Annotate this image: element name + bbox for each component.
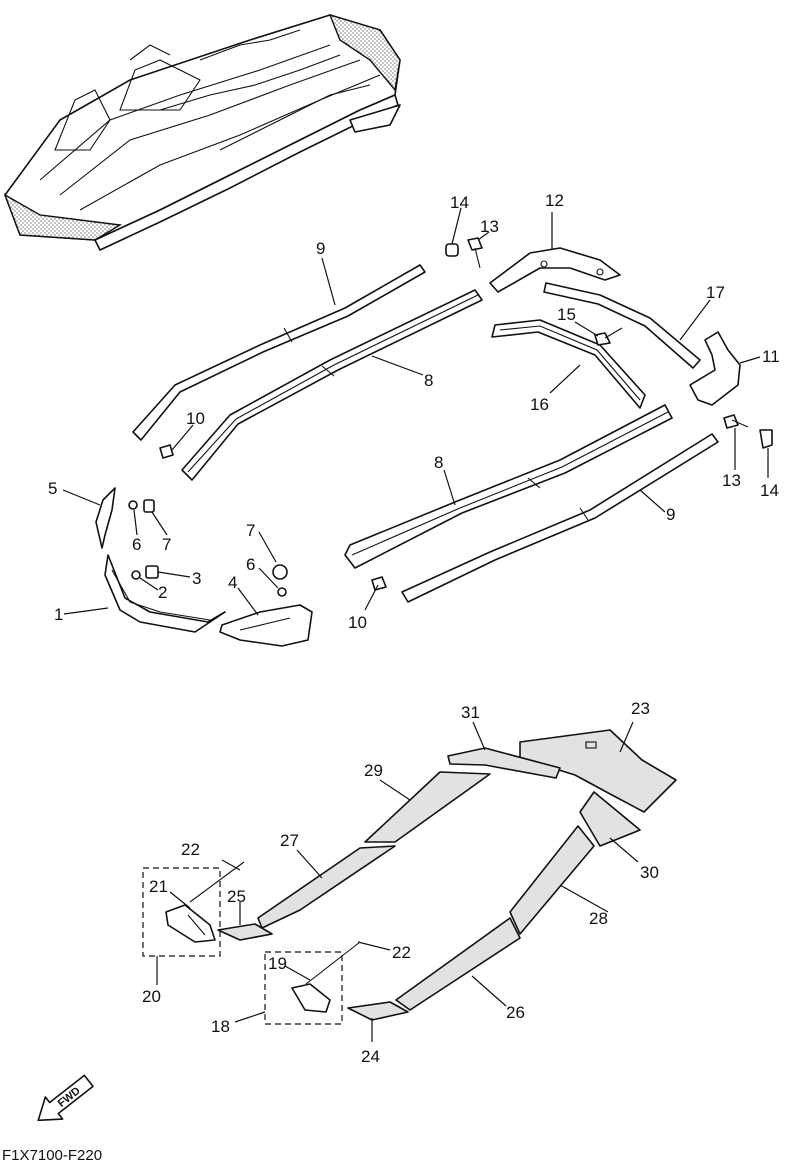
callout-22-right: 22 <box>392 943 411 962</box>
callout-18: 18 <box>211 1017 230 1036</box>
part-25-mat <box>217 923 273 941</box>
leader-lines <box>62 207 769 1042</box>
callout-6-right: 6 <box>246 555 255 574</box>
part-1-front-bumper <box>104 554 226 633</box>
callout-8-right: 8 <box>434 453 443 472</box>
callout-29: 29 <box>364 761 383 780</box>
callout-17: 17 <box>706 283 725 302</box>
group-box-20 <box>142 867 221 957</box>
part-9-right-gunwale-rail <box>401 433 719 603</box>
callout-5: 5 <box>48 479 57 498</box>
callout-19: 19 <box>268 954 287 973</box>
part-12-rear-corner-bracket <box>489 247 621 293</box>
part-31-mat <box>447 747 561 779</box>
callout-27: 27 <box>280 831 299 850</box>
watercraft-overview-illustration <box>3 13 401 251</box>
callout-8-left: 8 <box>424 371 433 390</box>
callout-20: 20 <box>142 987 161 1006</box>
callout-labels: 9 8 12 14 13 17 11 15 16 10 8 9 13 14 5 … <box>48 191 780 1066</box>
fasteners <box>128 237 773 597</box>
part-5-front-cover <box>95 487 116 549</box>
callout-26: 26 <box>506 1003 525 1022</box>
part-21-pad <box>165 904 216 943</box>
callout-10-right: 10 <box>348 613 367 632</box>
callout-3: 3 <box>192 569 201 588</box>
part-22-screws <box>189 861 361 985</box>
part-17-rear-rail <box>543 282 701 369</box>
callout-24: 24 <box>361 1047 380 1066</box>
callout-28: 28 <box>589 909 608 928</box>
callout-13-top: 13 <box>480 217 499 236</box>
part-8-right-gunwale-strip <box>344 404 673 569</box>
callout-7-left: 7 <box>162 535 171 554</box>
callout-22-left: 22 <box>181 840 200 859</box>
callout-25: 25 <box>227 887 246 906</box>
callout-10-left: 10 <box>186 409 205 428</box>
callout-15: 15 <box>557 305 576 324</box>
part-19-pad <box>291 983 331 1013</box>
part-9-left-gunwale-rail <box>132 264 426 441</box>
callout-4: 4 <box>228 573 237 592</box>
part-11-rear-corner-cap <box>689 331 741 406</box>
part-16-rear-inner-strip <box>491 319 646 409</box>
callout-7-right: 7 <box>246 521 255 540</box>
callout-9-left: 9 <box>316 239 325 258</box>
part-28-mat <box>509 825 595 935</box>
part-27-mat <box>257 845 396 929</box>
callout-2: 2 <box>158 583 167 602</box>
forward-arrow-icon: FWD <box>37 1074 94 1122</box>
callout-31: 31 <box>461 703 480 722</box>
part-24-mat <box>347 1001 409 1021</box>
part-8-left-gunwale-strip <box>181 289 483 481</box>
part-26-mat <box>395 917 521 1011</box>
callout-1: 1 <box>54 605 63 624</box>
callout-14-top: 14 <box>450 193 469 212</box>
callout-6-left: 6 <box>132 535 141 554</box>
part-30-mat <box>579 791 641 847</box>
callout-21: 21 <box>149 877 168 896</box>
part-29-mat <box>364 771 491 843</box>
callout-30: 30 <box>640 863 659 882</box>
group-box-18 <box>264 951 343 1025</box>
callout-12: 12 <box>545 191 564 210</box>
callout-13-right: 13 <box>722 471 741 490</box>
drawing-code: F1X7100-F220 <box>2 1147 102 1162</box>
callout-14-right: 14 <box>760 481 779 500</box>
callout-23: 23 <box>631 699 650 718</box>
callout-16: 16 <box>530 395 549 414</box>
part-4-side-cover <box>219 604 313 647</box>
callout-9-right: 9 <box>666 505 675 524</box>
callout-11: 11 <box>762 347 780 366</box>
